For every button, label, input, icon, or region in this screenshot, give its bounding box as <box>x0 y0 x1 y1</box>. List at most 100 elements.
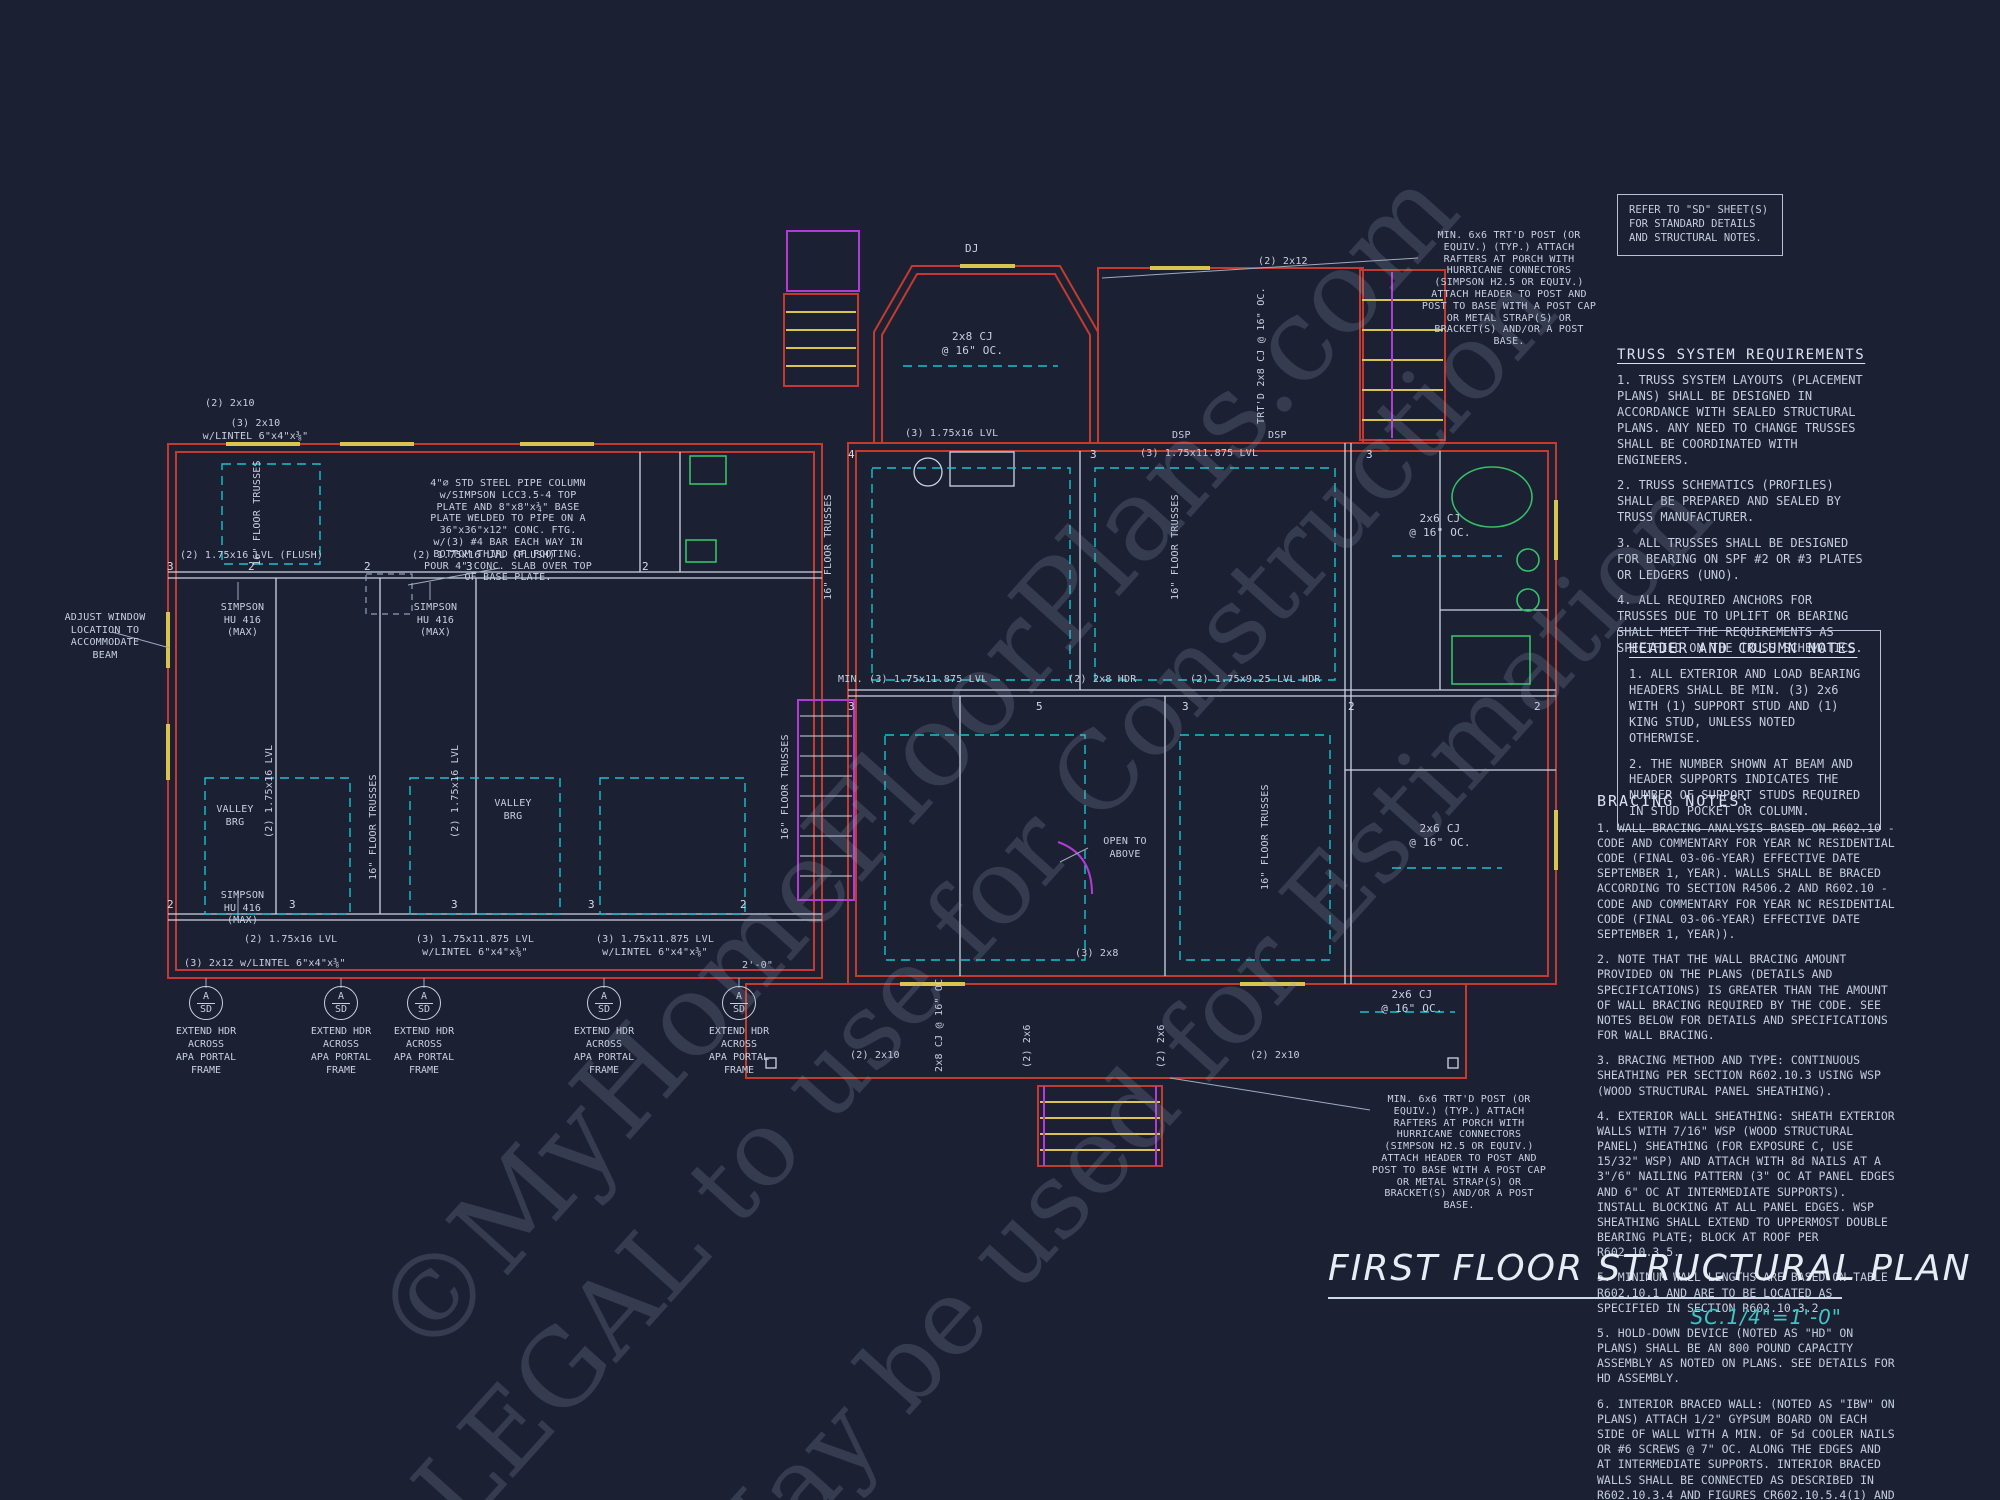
label-floor-trusses-v: 16" FLOOR TRUSSES <box>823 494 834 600</box>
step-treads <box>786 299 1443 1151</box>
label-2x10-bottom: (2) 2x10 <box>1250 1050 1300 1061</box>
portal-caption: EXTEND HDR ACROSS APA PORTAL FRAME <box>708 1026 770 1076</box>
refer-to-sd-box: REFER TO "SD" SHEET(S) FOR STANDARD DETA… <box>1617 194 1783 256</box>
interior-walls <box>168 443 1556 1069</box>
bracing-note-item: 4. EXTERIOR WALL SHEATHING: SHEATH EXTER… <box>1597 1108 1895 1260</box>
portal-caption: EXTEND HDR ACROSS APA PORTAL FRAME <box>573 1026 635 1076</box>
stud-count: 4 <box>848 448 855 461</box>
label-trtd-cj-v: TRT'D 2x8 CJ @ 16" OC. <box>1256 287 1267 424</box>
stud-count: 2 <box>740 898 747 911</box>
label-garage-lintel: (3) 2x10 w/LINTEL 6"x4"x⅜" <box>202 418 309 442</box>
label-pipe-column-note: 4"∅ STD STEEL PIPE COLUMN w/SIMPSON LCC3… <box>424 478 592 584</box>
section-marker-sd: A SD <box>722 986 756 1020</box>
label-ceiling-joist-2x6: 2x6 CJ @ 16" OC. <box>1381 988 1443 1015</box>
label-flush-lvl: (2) 1.75x16 LVL (FLUSH) <box>412 550 556 561</box>
section-marker-sheet: SD <box>597 1003 611 1015</box>
bracing-note-item: 3. BRACING METHOD AND TYPE: CONTINUOUS S… <box>1597 1053 1881 1098</box>
label-hdr-2x8: (2) 2x8 HDR <box>1068 674 1137 685</box>
section-marker-sheet: SD <box>199 1003 213 1015</box>
truss-system-requirements: TRUSS SYSTEM REQUIREMENTS 1. TRUSS SYSTE… <box>1617 346 1867 667</box>
section-marker-sheet: SD <box>732 1003 746 1015</box>
label-simpson-hanger: SIMPSON HU 416 (MAX) <box>413 602 458 638</box>
section-marker-sheet: SD <box>334 1003 348 1015</box>
bracing-note-item: 2. NOTE THAT THE WALL BRACING AMOUNT PRO… <box>1597 952 1888 1043</box>
label-3-2x8: (3) 2x8 <box>1075 948 1119 959</box>
section-marker-sd: A SD <box>407 986 441 1020</box>
stud-count: 3 <box>289 898 296 911</box>
stud-count: 2 <box>248 560 255 573</box>
label-floor-trusses-v: 16" FLOOR TRUSSES <box>1170 494 1181 600</box>
label-floor-trusses-v: 16" FLOOR TRUSSES <box>368 774 379 880</box>
stud-count: 3 <box>848 700 855 713</box>
label-lvl-lintel: (3) 1.75x11.875 LVL w/LINTEL 6"x4"x⅜" <box>415 934 535 958</box>
truss-note-item: 4. ALL REQUIRED ANCHORS FOR TRUSSES DUE … <box>1617 593 1863 655</box>
label-2x10-top: (2) 2x10 <box>205 398 255 409</box>
label-cj-2x8-bottom-v: 2x8 CJ @ 16" OC <box>934 978 945 1072</box>
label-ceiling-joist-2x6: 2x6 CJ @ 16" OC. <box>1409 822 1471 849</box>
truss-note-item: 1. TRUSS SYSTEM LAYOUTS (PLACEMENT PLANS… <box>1617 373 1863 467</box>
label-simpson-hanger: SIMPSON HU 416 (MAX) <box>220 602 265 638</box>
portal-caption: EXTEND HDR ACROSS APA PORTAL FRAME <box>393 1026 455 1076</box>
bracing-notes-heading: BRACING NOTES: <box>1597 792 1752 810</box>
stud-count: 5 <box>1036 700 1043 713</box>
label-floor-trusses-v: 16" FLOOR TRUSSES <box>252 460 263 566</box>
label-post-note-top: MIN. 6x6 TRT'D POST (OR EQUIV.) (TYP.) A… <box>1421 230 1597 348</box>
label-ceiling-joist-2x6: 2x6 CJ @ 16" OC. <box>1409 512 1471 539</box>
label-dsp: DSP <box>1172 430 1191 441</box>
label-lintel-3-2x12: (3) 2x12 w/LINTEL 6"x4"x⅜" <box>184 958 346 969</box>
label-2x10-bottom: (2) 2x10 <box>850 1050 900 1061</box>
windows-yellow <box>166 264 1558 986</box>
section-marker-letter: A <box>196 991 216 1004</box>
label-lvl-3-11875: (3) 1.75x11.875 LVL <box>1140 448 1259 459</box>
label-floor-trusses-v: 16" FLOOR TRUSSES <box>1260 784 1271 890</box>
label-2x6-v: (2) 2x6 <box>1022 1024 1033 1068</box>
label-simpson-hanger: SIMPSON HU 416 (MAX) <box>220 890 265 926</box>
stud-count: 3 <box>466 560 473 573</box>
label-lvl-2-16-v: (2) 1.75x16 LVL <box>264 744 275 838</box>
section-marker-letter: A <box>594 991 614 1004</box>
stud-count: 3 <box>1090 448 1097 461</box>
stud-count: 3 <box>167 560 174 573</box>
exterior-walls <box>167 265 1557 1167</box>
label-dim-2ft: 2'-0" <box>742 960 774 971</box>
header-and-column-notes: HEADER AND COLUMN NOTES 1. ALL EXTERIOR … <box>1617 630 1881 830</box>
section-marker-sd: A SD <box>189 986 223 1020</box>
label-min-lvl: MIN. (3) 1.75x11.875 LVL <box>838 674 988 685</box>
header-note-item: 1. ALL EXTERIOR AND LOAD BEARING HEADERS… <box>1629 667 1861 745</box>
stud-count: 3 <box>451 898 458 911</box>
bracing-note-item: 1. WALL BRACING ANALYSIS BASED ON R602.1… <box>1597 820 1895 941</box>
label-dj: DJ <box>965 242 979 255</box>
label-2x12-header: (2) 2x12 <box>1258 256 1308 267</box>
section-marker-sheet: SD <box>417 1003 431 1015</box>
label-valley-brg: VALLEY BRG <box>216 804 254 828</box>
label-ceiling-joist-2x8: 2x8 CJ @ 16" OC. <box>941 330 1004 357</box>
sheet-title: FIRST FLOOR STRUCTURAL PLAN <box>1328 1248 1970 1299</box>
stud-count: 2 <box>1348 700 1355 713</box>
label-lvl-2-16-v: (2) 1.75x16 LVL <box>450 744 461 838</box>
label-hdr-925-lvl: (2) 1.75x9.25 LVL HDR <box>1190 674 1321 685</box>
label-dsp: DSP <box>1268 430 1287 441</box>
section-marker-letter: A <box>729 991 749 1004</box>
stud-count: 2 <box>1534 700 1541 713</box>
pipe-column-box <box>365 573 413 615</box>
stair-treads-white <box>800 715 852 877</box>
bracing-notes: BRACING NOTES: 1. WALL BRACING ANALYSIS … <box>1597 792 1897 1500</box>
truss-note-item: 3. ALL TRUSSES SHALL BE DESIGNED FOR BEA… <box>1617 535 1863 582</box>
stud-count: 3 <box>1366 448 1373 461</box>
bracing-note-item: 6. INTERIOR BRACED WALL: (NOTED AS "IBW"… <box>1597 1396 1895 1500</box>
title-block: FIRST FLOOR STRUCTURAL PLAN SC.1/4"=1'-0… <box>1328 1248 1970 1329</box>
label-valley-brg: VALLEY BRG <box>494 798 532 822</box>
portal-frame-callout: A SD EXTEND HDR ACROSS APA PORTAL FRAME <box>559 986 649 1077</box>
portal-frame-callout: A SD EXTEND HDR ACROSS APA PORTAL FRAME <box>694 986 784 1077</box>
truss-notes-heading: TRUSS SYSTEM REQUIREMENTS <box>1617 347 1866 363</box>
portal-frame-callout: A SD EXTEND HDR ACROSS APA PORTAL FRAME <box>296 986 386 1077</box>
truss-note-item: 2. TRUSS SCHEMATICS (PROFILES) SHALL BE … <box>1617 478 1841 525</box>
label-flush-lvl: (2) 1.75x16 LVL (FLUSH) <box>180 550 324 561</box>
section-marker-letter: A <box>414 991 434 1004</box>
label-2x6-v: (2) 2x6 <box>1156 1024 1167 1068</box>
portal-caption: EXTEND HDR ACROSS APA PORTAL FRAME <box>175 1026 237 1076</box>
portal-caption: EXTEND HDR ACROSS APA PORTAL FRAME <box>310 1026 372 1076</box>
stud-count: 3 <box>1182 700 1189 713</box>
